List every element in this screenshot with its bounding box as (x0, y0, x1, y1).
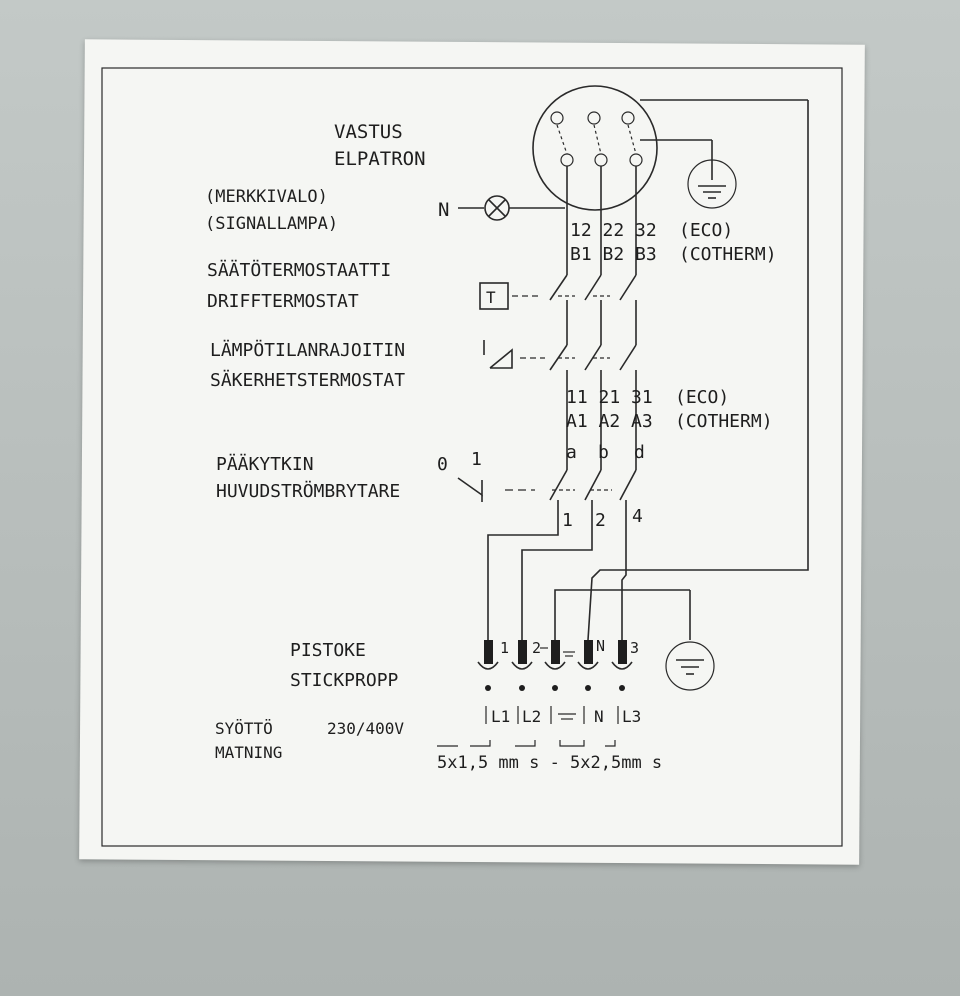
supply-l2: L2 (522, 707, 541, 726)
supply-l3: L3 (622, 707, 641, 726)
switch-position-1: 1 (471, 449, 482, 470)
thermostat-label-sv: DRIFFTERMOSTAT (207, 291, 359, 312)
supply-label-sv: MATNING (215, 743, 282, 762)
supply-l1: L1 (491, 707, 510, 726)
heater-label-sv: ELPATRON (334, 148, 426, 170)
limiter-contacts (483, 340, 637, 470)
limiter-label-fi: LÄMPÖTILANRAJOITIN (210, 339, 405, 361)
thermostat-label-fi: SÄÄTÖTERMOSTAATTI (207, 259, 391, 281)
main-switch-contacts (457, 469, 637, 502)
plug-pins (477, 640, 633, 691)
terminals-b-cotherm: (COTHERM) (679, 244, 777, 265)
plug-label-fi: PISTOKE (290, 640, 366, 661)
switch-out-1: 1 (562, 510, 573, 531)
supply-voltage: 230/400V (327, 719, 404, 738)
switch-label-sv: HUVUDSTRÖMBRYTARE (216, 480, 400, 502)
heater-label-fi: VASTUS (334, 121, 403, 143)
thermostat-symbol: T (486, 288, 496, 307)
limiter-label-sv: SÄKERHETSTERMOSTAT (210, 370, 405, 391)
plug-pin-n: N (596, 637, 605, 655)
plug-pin-3: 3 (630, 639, 639, 657)
switch-terminal-b: b (598, 442, 609, 463)
plate-border (101, 67, 843, 847)
ground-symbol-plug (665, 641, 715, 691)
supply-row-separators (437, 706, 619, 747)
switch-out-2: 2 (595, 510, 606, 531)
terminals-a-bottom: A1 A2 A3 (566, 411, 653, 432)
terminals-a-cotherm: (COTHERM) (675, 411, 773, 432)
switch-label-fi: PÄÄKYTKIN (216, 454, 314, 475)
switch-position-0: 0 (437, 454, 448, 475)
cable-spec: 5x1,5 mm s - 5x2,5mm s (437, 753, 662, 773)
thermostat-contacts (479, 274, 637, 345)
terminals-b-bottom: B1 B2 B3 (570, 244, 657, 265)
supply-n: N (594, 707, 604, 726)
neutral-label: N (438, 199, 449, 221)
switch-out-4: 4 (632, 506, 643, 527)
switch-terminal-d: d (634, 442, 645, 463)
plug-pin-2: 2 (532, 639, 541, 657)
terminals-a-eco: (ECO) (675, 387, 729, 408)
supply-label-fi: SYÖTTÖ (215, 719, 273, 738)
terminals-a-top: 11 21 31 (566, 387, 653, 408)
plug-label-sv: STICKPROPP (290, 670, 399, 691)
terminals-b-eco: (ECO) (679, 220, 733, 241)
terminals-b-top: 12 22 32 (570, 220, 657, 241)
plug-pin-1: 1 (500, 639, 509, 657)
switch-terminal-a: a (566, 442, 577, 463)
heater-element-symbol (532, 85, 658, 211)
ground-symbol-heater (640, 139, 737, 209)
signal-label-sv: (SIGNALLAMPA) (205, 214, 338, 234)
signal-label-fi: (MERKKIVALO) (205, 187, 328, 207)
signal-lamp-symbol (458, 195, 565, 221)
